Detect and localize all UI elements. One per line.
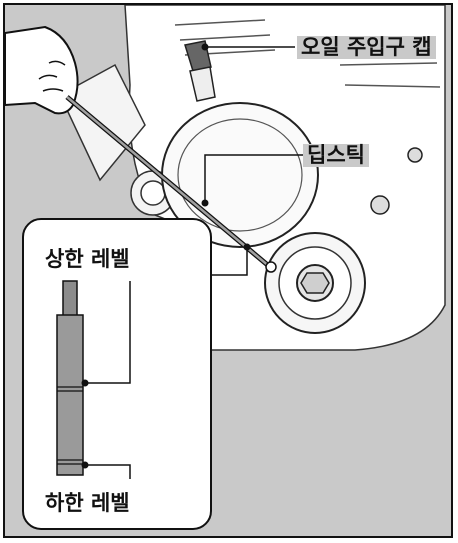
engine-illustration — [5, 5, 446, 530]
upper-level-label: 상한 레벨 — [45, 247, 130, 271]
dipstick-icon — [65, 95, 277, 273]
oil-filler-cap-label: 오일 주입구 캡 — [297, 36, 436, 59]
lower-level-label: 하한 레벨 — [45, 491, 130, 515]
hand-icon — [5, 25, 79, 115]
dipstick-label: 딥스틱 — [303, 144, 369, 167]
diagram-frame: 오일 주입구 캡 딥스틱 상한 레벨 하한 레벨 — [3, 3, 453, 538]
